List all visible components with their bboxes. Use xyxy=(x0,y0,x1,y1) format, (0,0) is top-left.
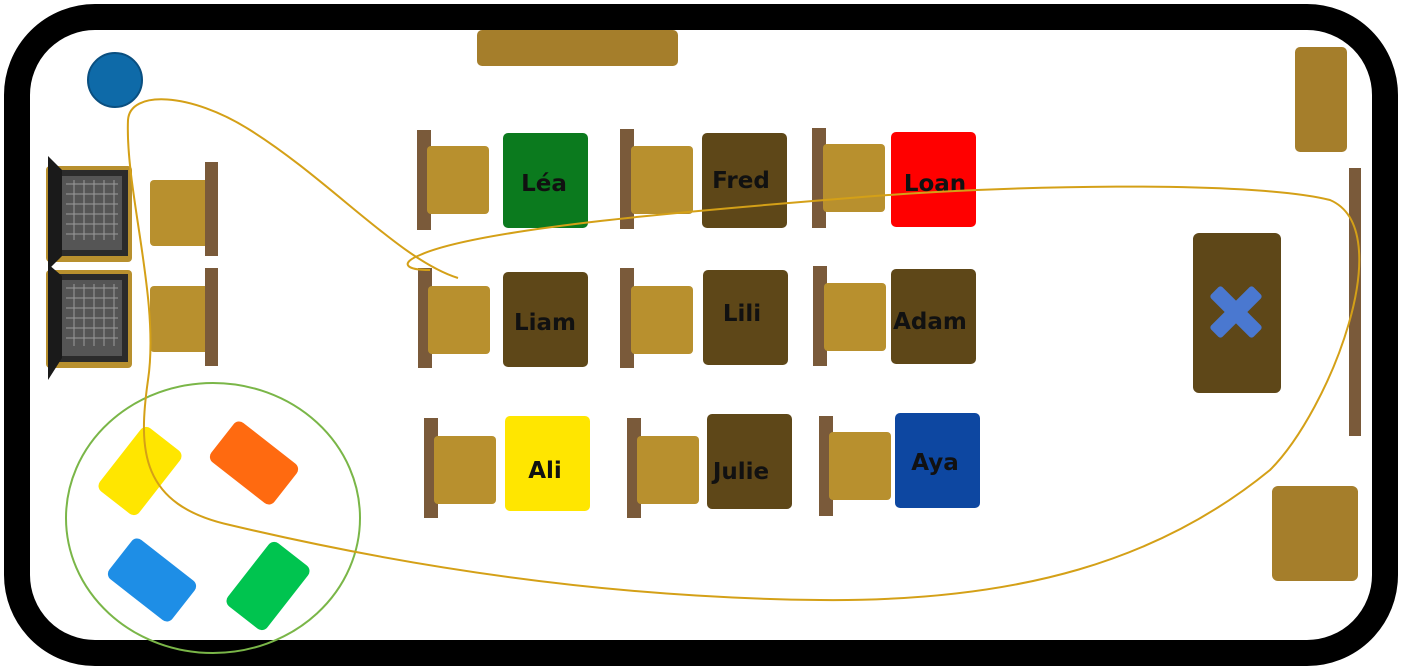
desk-loan xyxy=(891,132,976,227)
movement-path xyxy=(126,98,1361,602)
student-name: Adam xyxy=(893,309,967,335)
student-name: Aya xyxy=(911,450,959,476)
seat-liam: Liam xyxy=(418,268,588,368)
laptop-icon xyxy=(48,156,128,270)
student-name: Julie xyxy=(711,459,769,485)
x-mark-icon xyxy=(1210,286,1262,338)
student-name: Ali xyxy=(528,458,562,484)
computer-station-2 xyxy=(46,264,132,380)
blue-disc xyxy=(87,52,143,108)
room-wall xyxy=(4,4,1398,666)
group-card-blue xyxy=(107,538,197,622)
seat-lea: Léa xyxy=(417,130,588,230)
desk-lea xyxy=(503,133,588,228)
desk-ali xyxy=(505,416,590,511)
seat-aya: Aya xyxy=(819,413,980,516)
seat-ali: Ali xyxy=(424,416,590,518)
seat-lili: Lili xyxy=(620,268,788,368)
student-name: Léa xyxy=(521,171,567,197)
laptop-icon xyxy=(48,264,128,380)
group-card-orange xyxy=(209,421,299,505)
right-shelf-top xyxy=(1295,47,1347,152)
group-area xyxy=(65,382,361,654)
desk-julie xyxy=(707,414,792,509)
group-card-green xyxy=(226,541,310,631)
chair-computer-2 xyxy=(150,268,218,366)
chair-computer-1 xyxy=(150,162,218,256)
group-card-yellow xyxy=(98,426,182,516)
student-name: Fred xyxy=(712,168,770,194)
top-bench xyxy=(477,30,678,66)
seat-adam: Adam xyxy=(813,266,976,366)
desk-lili xyxy=(703,270,788,365)
seat-loan: Loan xyxy=(812,128,976,228)
student-name: Lili xyxy=(723,301,761,327)
right-cabinet-bottom xyxy=(1272,486,1358,581)
seat-julie: Julie xyxy=(627,414,792,518)
student-name: Liam xyxy=(514,310,576,336)
teacher-desk xyxy=(1193,233,1281,393)
group-circle xyxy=(65,382,361,654)
computer-station-1 xyxy=(46,156,132,270)
desk-adam xyxy=(891,269,976,364)
desk-aya xyxy=(895,413,980,508)
desk-liam xyxy=(503,272,588,367)
